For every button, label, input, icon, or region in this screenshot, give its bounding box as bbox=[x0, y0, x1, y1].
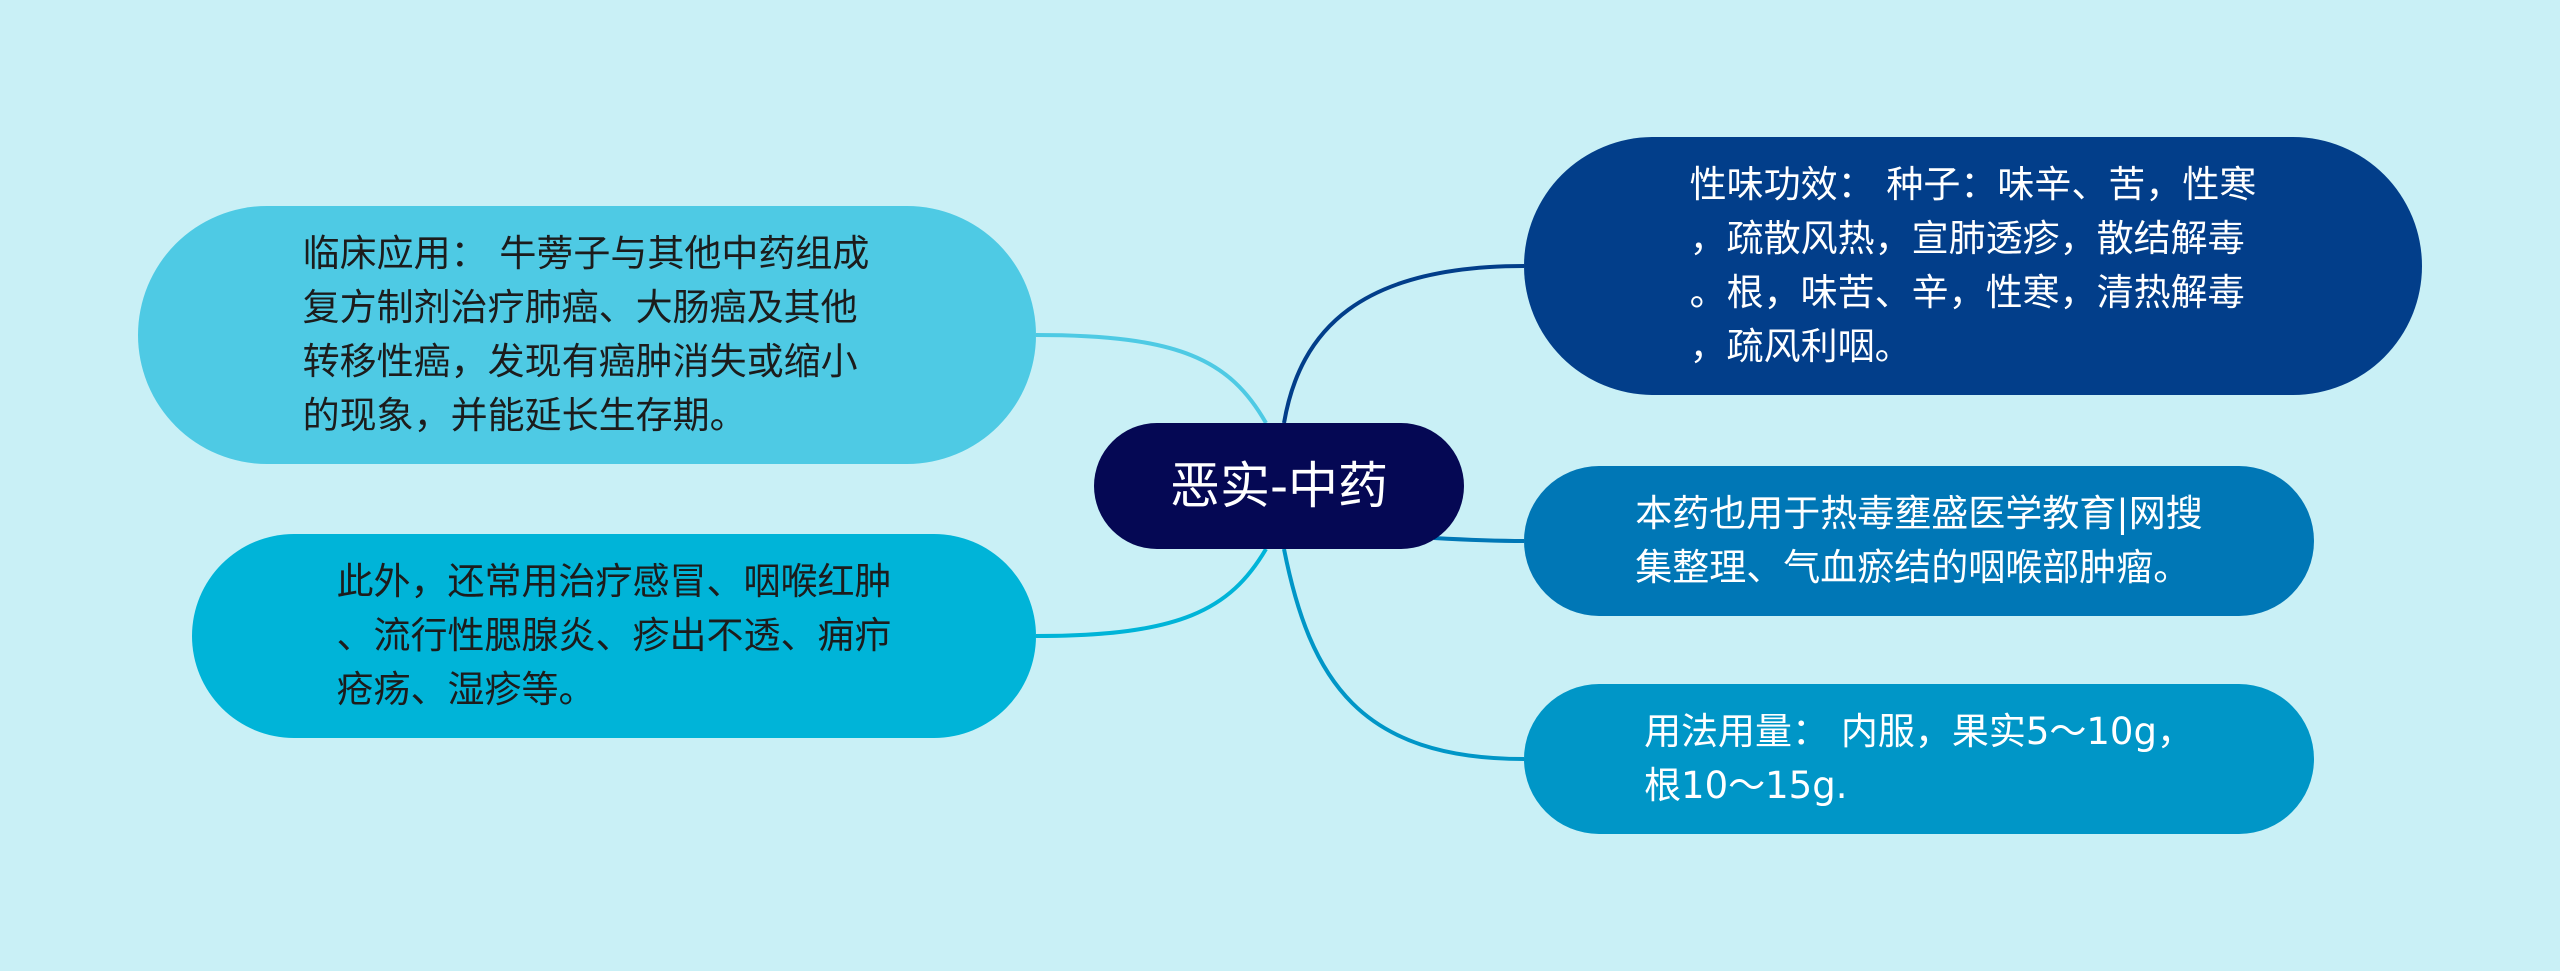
topic-text-tumor-use: 本药也用于热毒壅盛医学教育|网搜 集整理、气血瘀结的咽喉部肿瘤。 bbox=[1635, 492, 2203, 589]
connector-left-1 bbox=[1035, 333, 1268, 424]
connector-right-1 bbox=[1282, 264, 1525, 424]
topic-text-other-uses: 此外，还常用治疗感冒、咽喉红肿 、流行性腮腺炎、疹出不透、痈疖 疮疡、湿疹等。 bbox=[336, 560, 892, 711]
topic-text-properties-effects: 性味功效： 种子：味辛、苦，性寒 ，疏散风热，宣肺透疹，散结解毒 。根，味苦、辛… bbox=[1689, 163, 2257, 368]
topic-node-clinical-application[interactable]: 临床应用： 牛蒡子与其他中药组成 复方制剂治疗肺癌、大肠癌及其他 转移性癌，发现… bbox=[138, 206, 1036, 464]
topic-text-clinical-application: 临床应用： 牛蒡子与其他中药组成 复方制剂治疗肺癌、大肠癌及其他 转移性癌，发现… bbox=[302, 232, 870, 437]
topic-node-tumor-use[interactable]: 本药也用于热毒壅盛医学教育|网搜 集整理、气血瘀结的咽喉部肿瘤。 bbox=[1524, 466, 2314, 616]
topic-node-dosage[interactable]: 用法用量： 内服，果实5～10g， 根10～15g. bbox=[1524, 684, 2314, 834]
topic-text-dosage: 用法用量： 内服，果实5～10g， 根10～15g. bbox=[1644, 710, 2194, 807]
connector-right-2 bbox=[1433, 536, 1525, 543]
central-topic-node[interactable]: 恶实-中药 bbox=[1094, 423, 1464, 549]
topic-node-other-uses[interactable]: 此外，还常用治疗感冒、咽喉红肿 、流行性腮腺炎、疹出不透、痈疖 疮疡、湿疹等。 bbox=[192, 534, 1036, 738]
connector-left-2 bbox=[1035, 547, 1268, 638]
connector-right-3 bbox=[1282, 548, 1525, 761]
topic-node-properties-effects[interactable]: 性味功效： 种子：味辛、苦，性寒 ，疏散风热，宣肺透疹，散结解毒 。根，味苦、辛… bbox=[1524, 137, 2422, 395]
central-topic-label: 恶实-中药 bbox=[1169, 457, 1389, 515]
